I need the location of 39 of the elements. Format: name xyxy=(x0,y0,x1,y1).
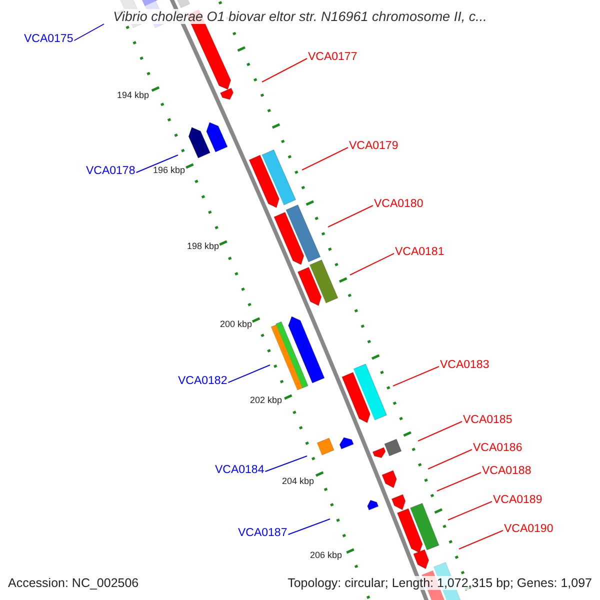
gene-label: VCA0184 xyxy=(215,464,264,477)
gene-label: VCA0178 xyxy=(86,165,136,178)
gene-label: VCA0188 xyxy=(482,465,532,478)
leader-line xyxy=(74,24,104,41)
scale-label: 206 kbp xyxy=(310,550,342,560)
leader-line xyxy=(436,472,482,492)
leader-line xyxy=(458,530,504,550)
gene-label: VCA0186 xyxy=(473,442,522,455)
leader-line xyxy=(328,205,374,228)
gene-label: VCA0179 xyxy=(349,140,398,153)
info-text: Accession: NC_002506 xyxy=(8,576,139,590)
gene-label: VCA0182 xyxy=(178,375,228,388)
leader-line xyxy=(228,364,270,383)
scale-label: 198 kbp xyxy=(187,241,220,251)
gene-label: VCA0189 xyxy=(493,494,542,507)
scale-label: 196 kbp xyxy=(153,165,186,175)
leader-line xyxy=(288,518,330,535)
leader-line xyxy=(302,147,348,170)
scale-label: 200 kbp xyxy=(220,319,252,329)
scale-label: 204 kbp xyxy=(282,476,314,486)
leader-line xyxy=(264,456,308,472)
scale-label: 194 kbp xyxy=(117,90,150,100)
gene-label: VCA0180 xyxy=(374,198,424,211)
leader-line xyxy=(262,58,308,82)
gene-label: VCA0183 xyxy=(440,359,490,372)
leader-line xyxy=(136,154,178,173)
leader-line xyxy=(392,366,440,386)
leader-line xyxy=(448,501,492,520)
info-text: Topology: circular; Length: 1,072,315 bp; Genes: 1,097 xyxy=(288,576,592,590)
gene-label: VCA0181 xyxy=(395,246,444,259)
gene-label: VCA0187 xyxy=(238,527,288,540)
leader-line xyxy=(350,253,394,276)
gene-label: VCA0190 xyxy=(504,523,554,536)
leader-line xyxy=(418,421,462,442)
gene-label: VCA0177 xyxy=(308,51,358,64)
gene-label: VCA0175 xyxy=(24,33,74,46)
leader-line xyxy=(428,449,472,470)
scale-label: 202 kbp xyxy=(250,395,282,405)
gene-label: VCA0185 xyxy=(463,414,512,427)
